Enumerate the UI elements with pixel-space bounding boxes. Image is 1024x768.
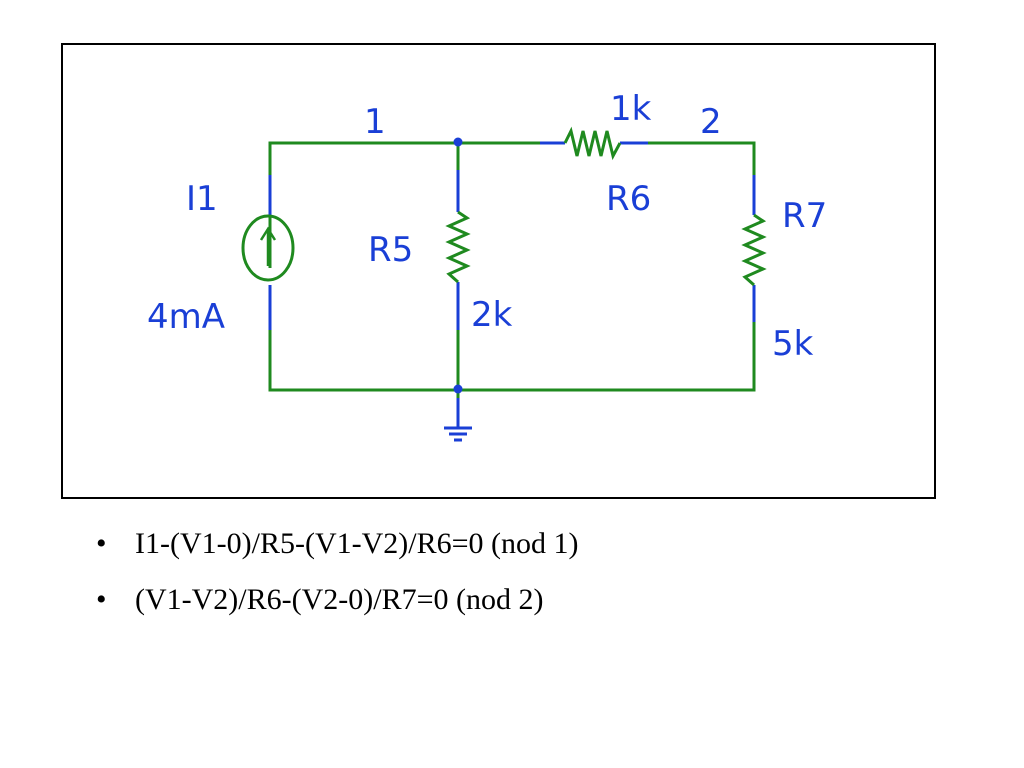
node-2-label: 2: [700, 102, 722, 142]
r6-ref-label: R6: [606, 179, 651, 219]
i1-ref-label: I1: [186, 179, 218, 219]
equation-item: • I1-(V1-0)/R5-(V1-V2)/R6=0 (nod 1): [96, 522, 579, 578]
node-1-label: 1: [364, 102, 386, 142]
junction-node-1: [453, 137, 463, 147]
r5-value-label: 2k: [471, 295, 513, 335]
wire-top-left: [268, 141, 540, 268]
equation-list: • I1-(V1-0)/R5-(V1-V2)/R6=0 (nod 1) • (V…: [96, 522, 579, 634]
equation-item: • (V1-V2)/R6-(V2-0)/R7=0 (nod 2): [96, 578, 579, 634]
resistor-r6-zigzag: [563, 126, 622, 161]
wire-top-right: [648, 141, 756, 175]
current-source-icon: [241, 214, 295, 282]
resistor-r7-zigzag: [741, 213, 767, 287]
wire-bottom: [268, 322, 756, 392]
component-leads: [268, 141, 756, 330]
resistor-r5-zigzag: [445, 210, 471, 284]
bullet-marker: •: [96, 583, 107, 616]
resistor-symbols: [445, 126, 767, 287]
r7-value-label: 5k: [772, 324, 814, 364]
ground-icon: [444, 398, 472, 442]
i1-value-label: 4mA: [147, 297, 225, 337]
r6-value-label: 1k: [610, 89, 652, 129]
wires: [268, 141, 756, 410]
bullet-marker: •: [96, 527, 107, 560]
r7-ref-label: R7: [782, 196, 827, 236]
equation-text: (V1-V2)/R6-(V2-0)/R7=0 (nod 2): [135, 583, 544, 616]
junction-ground: [453, 384, 463, 394]
schematic-frame: [61, 43, 936, 499]
equation-text: I1-(V1-0)/R5-(V1-V2)/R6=0 (nod 1): [135, 527, 579, 560]
r5-ref-label: R5: [368, 230, 413, 270]
